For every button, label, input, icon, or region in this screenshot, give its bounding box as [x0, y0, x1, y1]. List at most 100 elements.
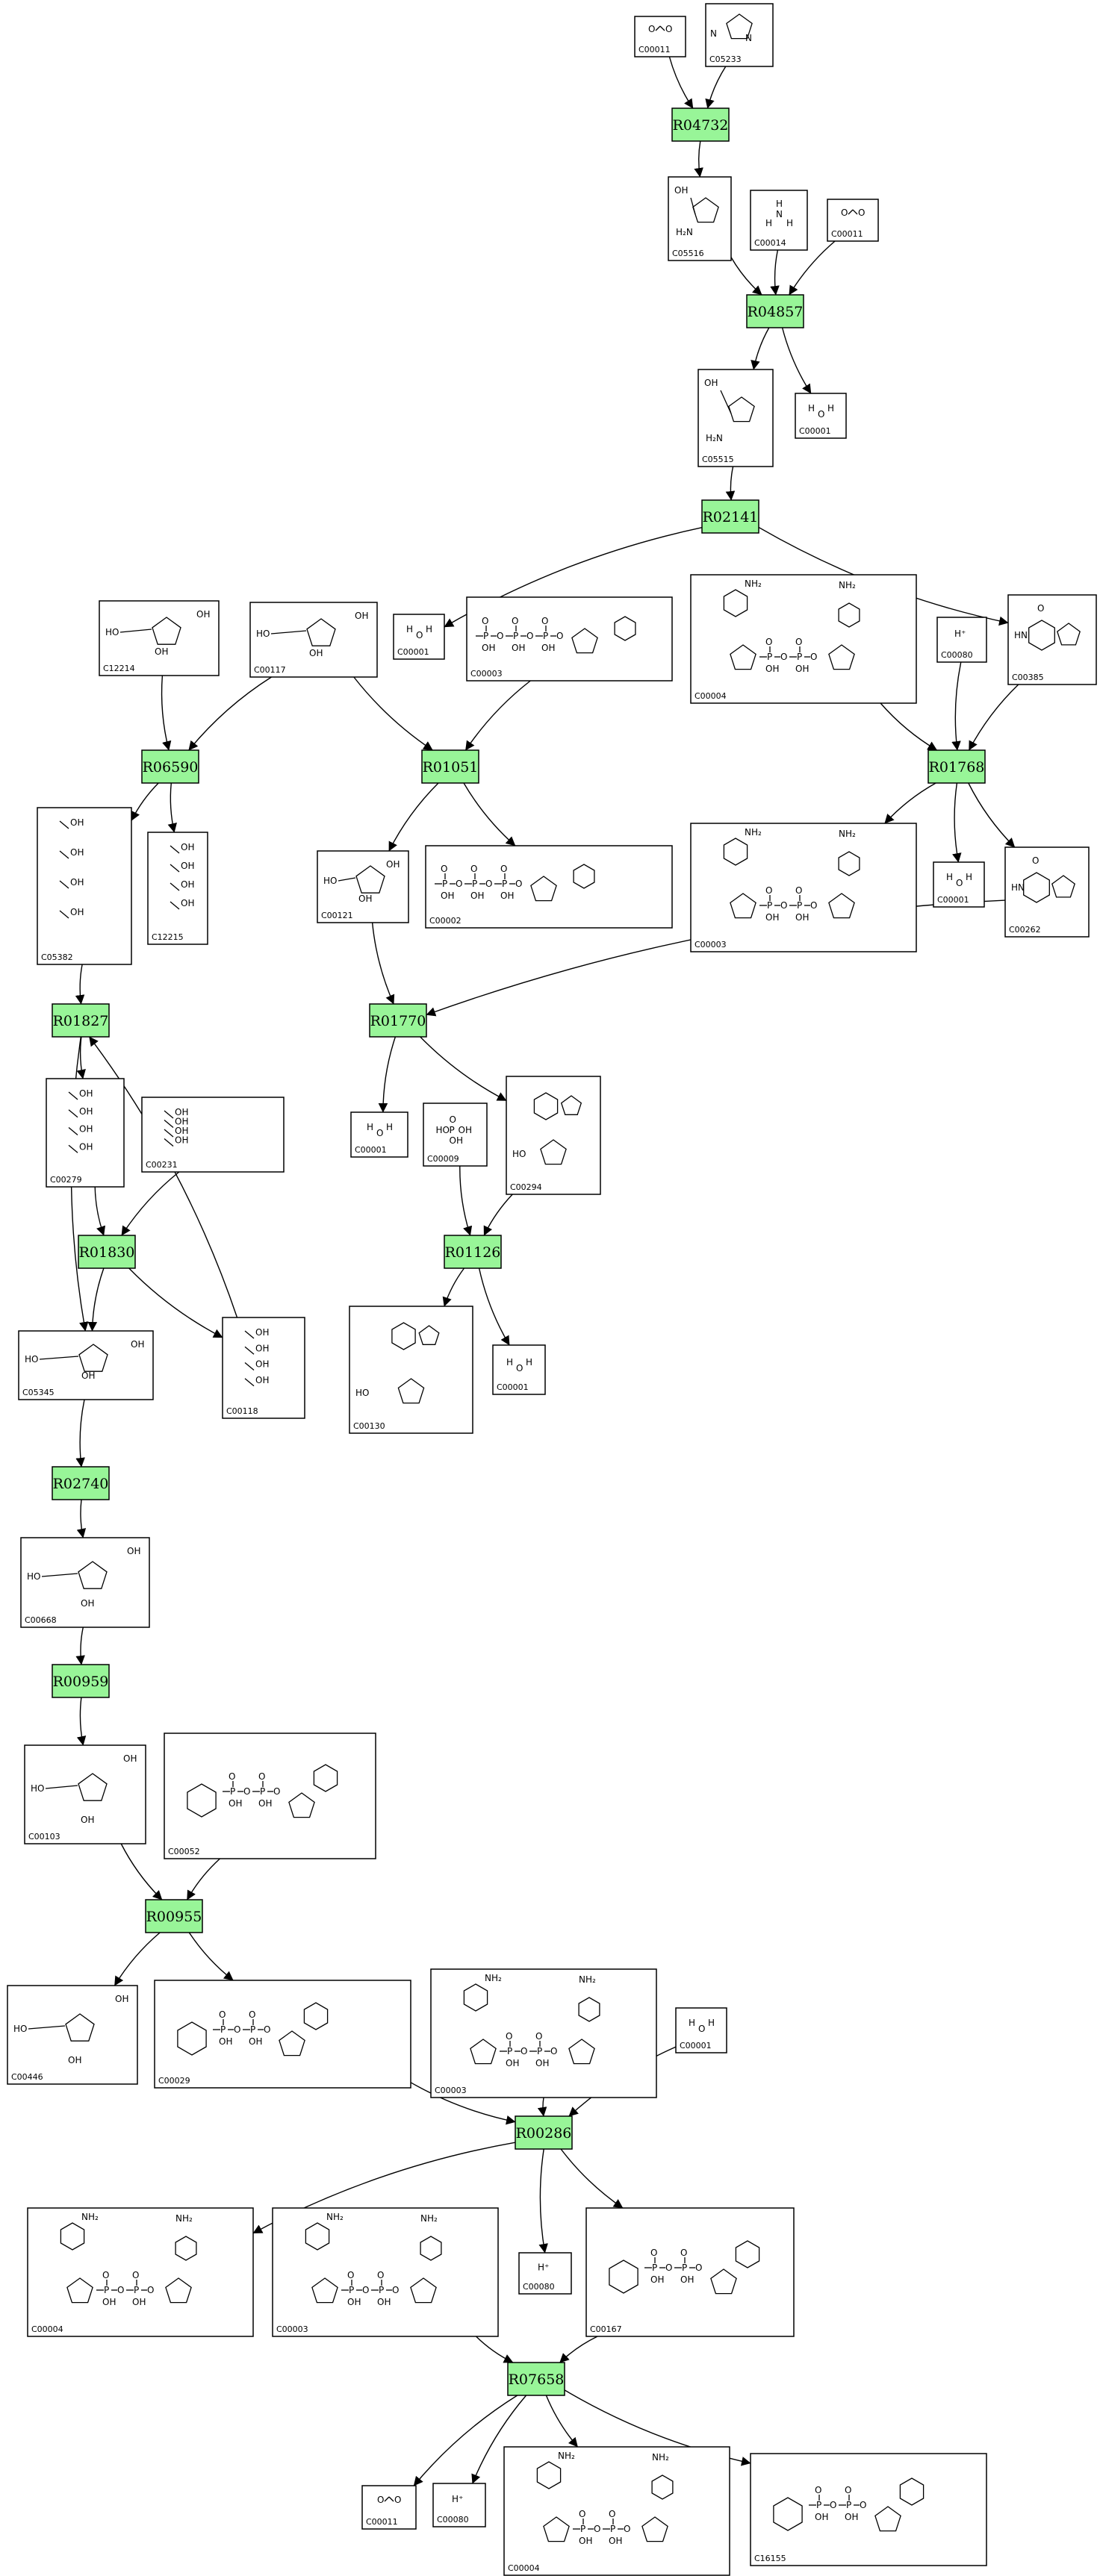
reaction-node[interactable]: R02141: [701, 499, 759, 534]
svg-text:NH₂: NH₂: [652, 2452, 669, 2463]
reaction-label: R00959: [53, 1674, 109, 1690]
svg-text:OH: OH: [512, 643, 525, 653]
reaction-box: [145, 1899, 203, 1933]
compound-box: [432, 2483, 486, 2527]
compound-id-label: C05345: [22, 1388, 55, 1397]
svg-text:H₂N: H₂N: [706, 433, 723, 443]
compound-id-label: C00446: [11, 2072, 43, 2082]
reaction-node[interactable]: R00286: [515, 2115, 573, 2150]
compound-box: [585, 2207, 795, 2337]
svg-text:O: O: [234, 2024, 240, 2035]
svg-text:O: O: [556, 631, 563, 641]
compound-box: [393, 614, 445, 660]
compound-node[interactable]: H⁺C00080: [518, 2252, 572, 2295]
reaction-box: [78, 1235, 136, 1269]
svg-text:P: P: [450, 1125, 455, 1135]
svg-text:O: O: [416, 630, 423, 640]
reaction-node[interactable]: R01827: [52, 1003, 110, 1038]
svg-text:O: O: [665, 2262, 672, 2273]
edge-arrow: [75, 1399, 85, 1468]
edge-arrow: [725, 466, 736, 501]
reaction-node[interactable]: R00955: [145, 1899, 203, 1933]
edge-arrow: [789, 240, 836, 296]
reaction-node[interactable]: R01768: [927, 749, 986, 784]
edge-arrow: [668, 56, 694, 109]
reaction-node[interactable]: R04732: [671, 107, 730, 142]
edge-arrow: [188, 676, 272, 751]
compound-node[interactable]: H⁺C00080: [936, 617, 987, 663]
reaction-node[interactable]: R00959: [52, 1664, 110, 1698]
reaction-node[interactable]: R06590: [141, 749, 199, 784]
reaction-node[interactable]: R01830: [78, 1235, 136, 1269]
svg-text:O: O: [858, 208, 865, 218]
svg-text:NH₂: NH₂: [326, 2212, 344, 2222]
svg-text:HO: HO: [25, 1354, 38, 1365]
edge-arrow: [75, 964, 85, 1005]
reaction-node[interactable]: R02740: [52, 1466, 110, 1500]
reaction-node[interactable]: R01126: [444, 1235, 502, 1269]
reaction-node[interactable]: R01770: [369, 1003, 427, 1038]
svg-text:OH: OH: [175, 1135, 188, 1146]
compound-box: [349, 1306, 473, 1434]
svg-text:H: H: [526, 1357, 532, 1367]
svg-text:P: P: [580, 2524, 585, 2534]
compound-id-label: C00003: [470, 669, 503, 679]
svg-text:OH: OH: [70, 817, 84, 828]
reaction-node[interactable]: R01051: [421, 749, 479, 784]
svg-text:OH: OH: [258, 1798, 272, 1809]
reaction-node[interactable]: R04857: [746, 294, 804, 328]
svg-text:P: P: [513, 631, 518, 641]
svg-text:OH: OH: [132, 2297, 146, 2307]
compound-node[interactable]: H⁺C00080: [432, 2483, 486, 2527]
compound-box: [18, 1330, 154, 1400]
svg-text:P: P: [104, 2285, 109, 2295]
svg-text:N: N: [710, 28, 717, 39]
reaction-node[interactable]: R07658: [507, 2362, 565, 2396]
